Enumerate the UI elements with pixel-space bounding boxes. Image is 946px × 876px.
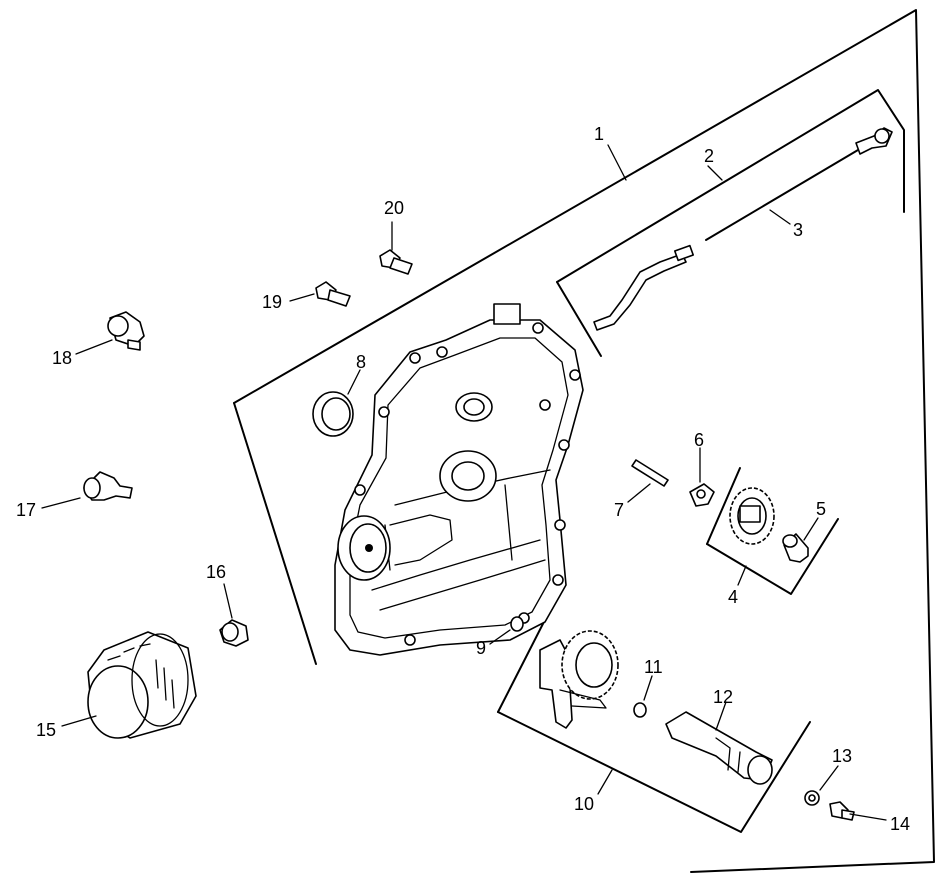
group-bracket-10: [497, 609, 811, 833]
group-bracket-4: [706, 467, 839, 595]
o-ring-11: [633, 702, 647, 718]
elbow-fitting: [83, 471, 133, 501]
oil-pressure-switch: [107, 311, 145, 351]
callout-13: 13: [832, 746, 852, 766]
callout-4: 4: [728, 587, 738, 607]
callout-3: 3: [793, 220, 803, 240]
callout-19: 19: [262, 292, 282, 312]
callout-9: 9: [476, 638, 486, 658]
callout-18: 18: [52, 348, 72, 368]
callout-6: 6: [694, 430, 704, 450]
group-bracket-2: [556, 89, 905, 357]
drain-plug: [219, 619, 249, 647]
callout-12: 12: [713, 687, 733, 707]
callout-5: 5: [816, 499, 826, 519]
bolt-19: [315, 281, 351, 307]
oil-pump: [539, 630, 619, 729]
callout-10: 10: [574, 794, 594, 814]
crankcase-cover: [334, 303, 584, 656]
callout-2: 2: [704, 146, 714, 166]
group-bracket-1: [233, 9, 935, 873]
governor-cup: [782, 533, 809, 563]
bolt-20: [379, 249, 413, 275]
callout-20: 20: [384, 198, 404, 218]
washer-13: [804, 790, 820, 806]
callout-1: 1: [594, 124, 604, 144]
washer-6: [689, 483, 715, 507]
callout-16: 16: [206, 562, 226, 582]
o-ring-9: [510, 616, 524, 632]
callout-8: 8: [356, 352, 366, 372]
callout-7: 7: [614, 500, 624, 520]
oil-seal: [312, 391, 354, 437]
bolt-14: [829, 801, 855, 821]
callout-15: 15: [36, 720, 56, 740]
oil-pump-rotor: [665, 711, 773, 785]
pin-7: [631, 459, 669, 487]
dipstick-tube: [593, 244, 695, 331]
callout-14: 14: [890, 814, 910, 834]
governor-gear: [729, 487, 775, 545]
callout-17: 17: [16, 500, 36, 520]
dipstick: [705, 127, 893, 241]
callout-labels: 1 2 3 4 5 6 7 8 9 10 11 12 13 14 15 16 1…: [16, 124, 910, 834]
callout-11: 11: [644, 657, 663, 677]
leader-lines: [41, 144, 887, 821]
oil-filter: [87, 631, 197, 739]
